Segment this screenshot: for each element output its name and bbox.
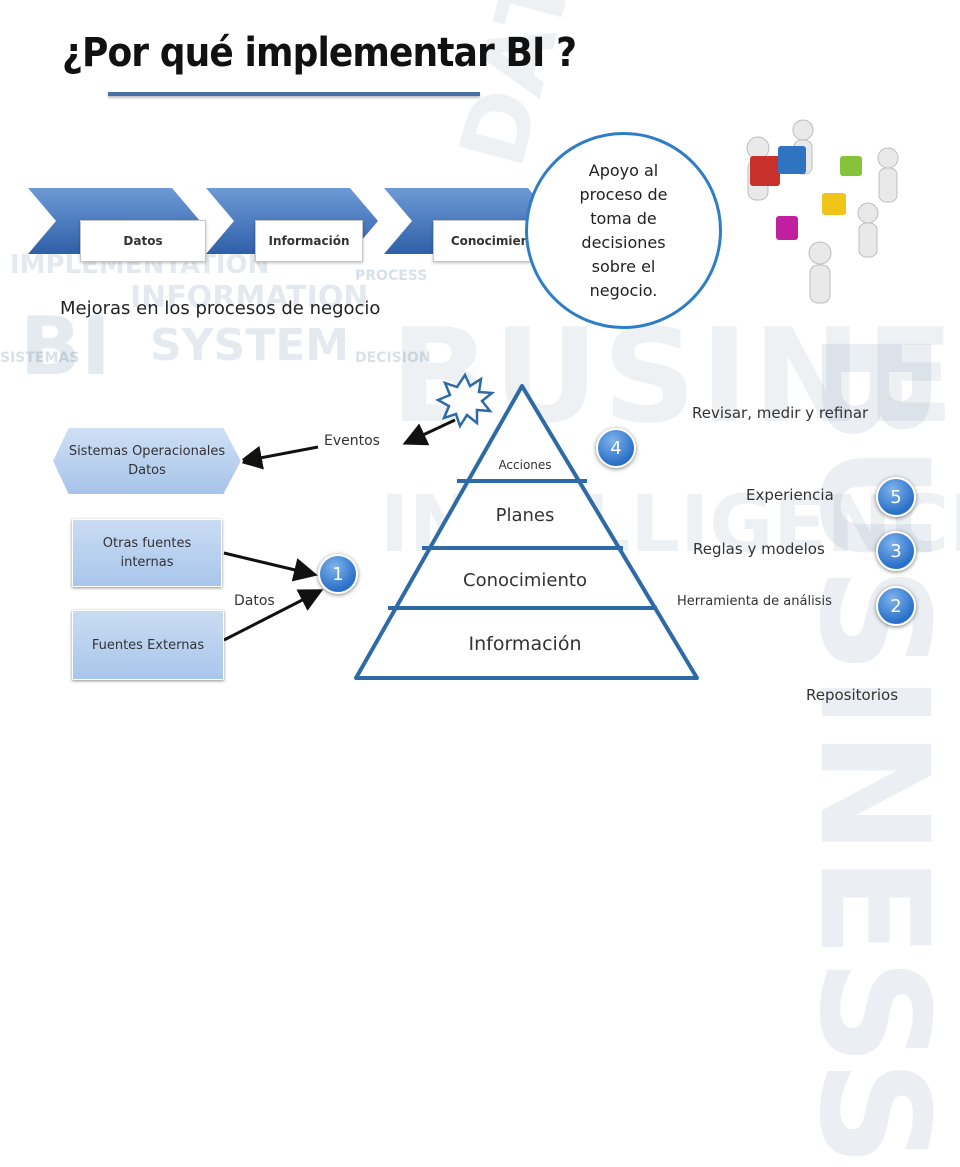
decision-support-circle: Apoyo al proceso de toma de decisiones s… — [525, 132, 722, 329]
bg-word-system: SYSTEM — [150, 320, 350, 371]
badge-1: 1 — [318, 554, 358, 594]
data-label: Datos — [234, 593, 275, 609]
badge-2: 2 — [876, 586, 916, 626]
internal-to-data-arrow — [223, 551, 318, 582]
title-underline — [108, 92, 480, 96]
analysis-tool-label: Herramienta de análisis — [677, 594, 832, 609]
knowledge-pyramid — [354, 384, 699, 680]
operational-systems-label: Sistemas Operacionales Datos — [68, 444, 226, 478]
puzzle-pieces-icon — [750, 146, 862, 240]
external-sources-box: Fuentes Externas — [72, 610, 224, 680]
bg-word-business: BUSINESS — [786, 330, 960, 1167]
decision-support-text: Apoyo al proceso de toma de decisiones s… — [579, 160, 668, 300]
internal-sources-box: Otras fuentes internas — [72, 519, 222, 587]
pyramid-level-informacion: Información — [468, 633, 582, 655]
pyramid-level-conocimiento: Conocimiento — [463, 570, 587, 591]
step-label-datos: Datos — [80, 220, 206, 262]
badge-3: 3 — [876, 531, 916, 571]
repositories-label: Repositorios — [806, 686, 899, 704]
events-label: Eventos — [324, 433, 380, 449]
page-title: ¿Por qué implementar BI ? — [62, 30, 577, 76]
badge-5: 5 — [876, 477, 916, 517]
business-improvement-subtitle: Mejoras en los procesos de negocio — [60, 298, 381, 319]
bg-word-sistemas: SISTEMAS — [0, 350, 80, 366]
operational-systems-box: Sistemas Operacionales Datos — [52, 427, 242, 495]
review-label: Revisar, medir y refinar — [692, 404, 869, 422]
experience-label: Experiencia — [746, 486, 834, 504]
badge-4: 4 — [596, 428, 636, 468]
pyramid-outline — [354, 384, 699, 680]
bg-word-decision: DECISION — [355, 350, 431, 366]
rules-models-label: Reglas y modelos — [693, 540, 825, 558]
bg-word-process: PROCESS — [355, 268, 428, 284]
puzzle-team-illustration — [746, 119, 899, 304]
operational-systems-shape — [50, 426, 244, 496]
operational-arrow — [238, 445, 319, 470]
pyramid-level-acciones: Acciones — [498, 458, 552, 472]
pyramid-level-planes: Planes — [495, 505, 555, 526]
step-label-informacion: Información — [255, 220, 363, 262]
